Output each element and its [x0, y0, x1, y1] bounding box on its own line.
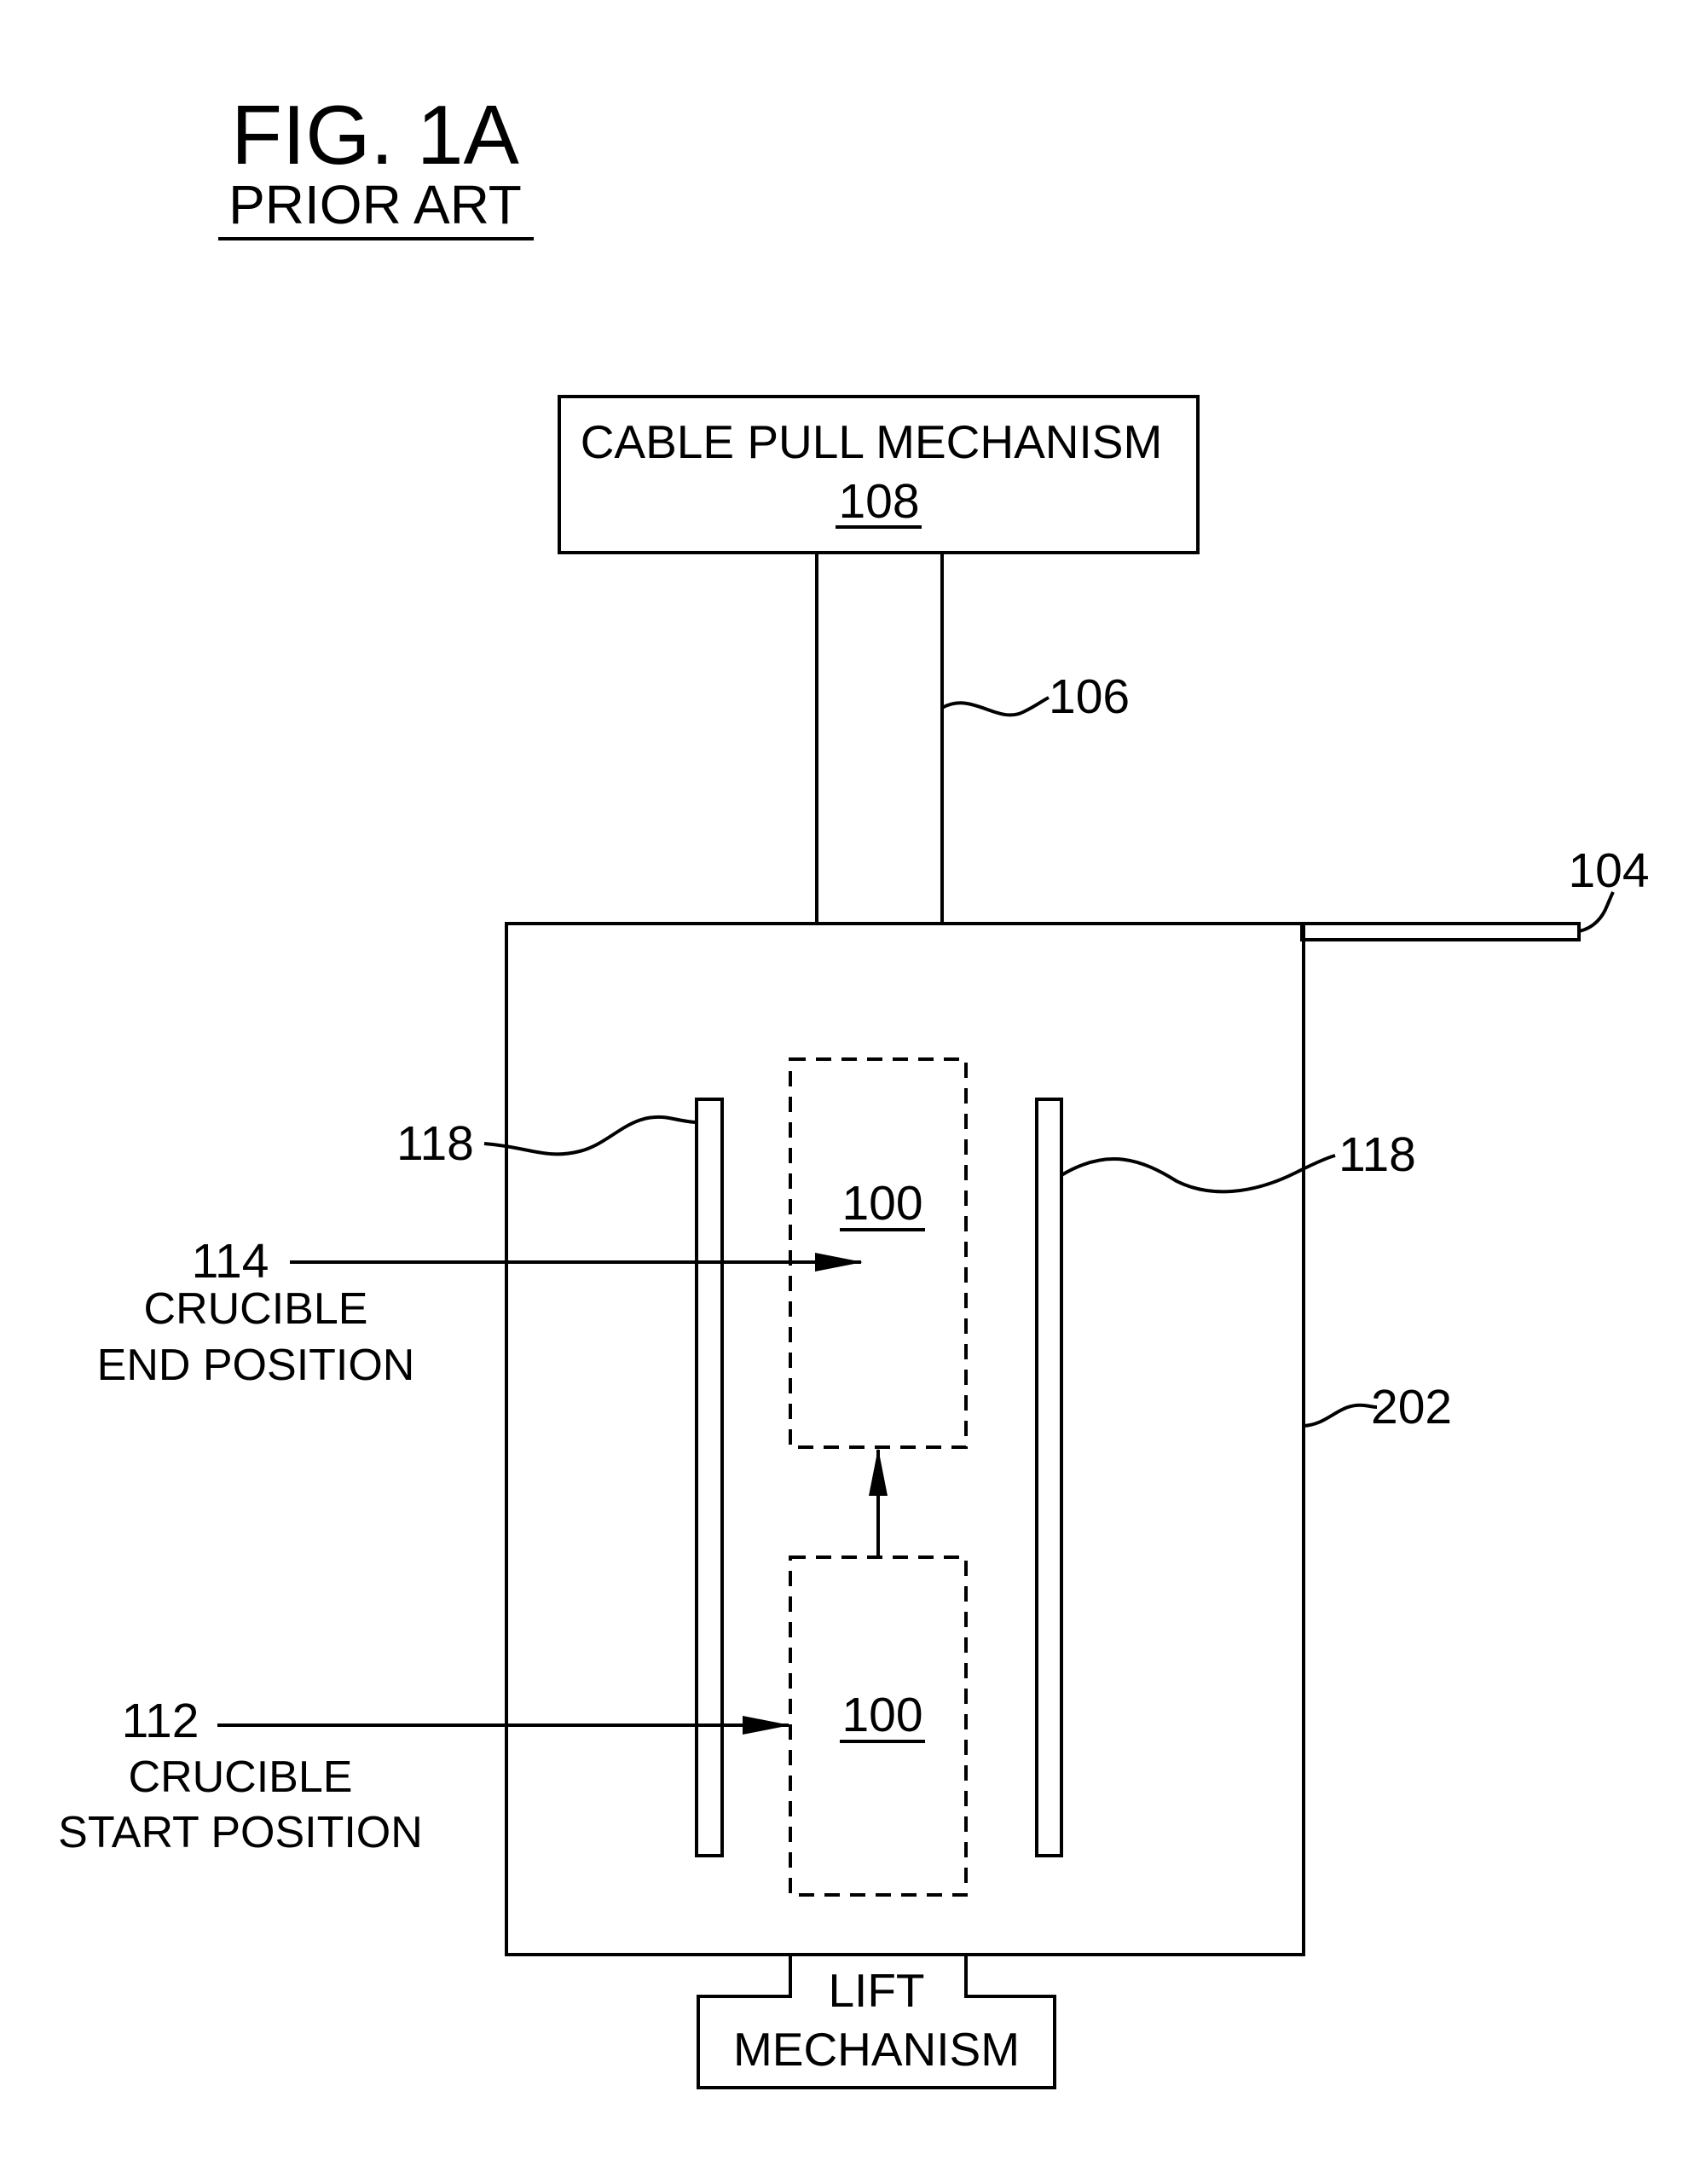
heater-left-ref: 118 [396, 1116, 474, 1171]
cable-leader-line [942, 698, 1049, 715]
figure-title: FIG. 1A [231, 88, 519, 182]
heater-right [1037, 1099, 1061, 1856]
heater-right-ref: 118 [1339, 1127, 1416, 1182]
end-position-line2: END POSITION [97, 1341, 415, 1390]
end-position-line1: CRUCIBLE [144, 1284, 368, 1334]
lift-label-line1: LIFT [828, 1964, 924, 2017]
cable-pull-label: CABLE PULL MECHANISM [581, 415, 1163, 468]
end-position-ref: 114 [192, 1234, 269, 1289]
heater-right-leader-line [1061, 1156, 1335, 1191]
cable-pull-mechanism-box: CABLE PULL MECHANISM 108 [559, 397, 1198, 553]
lift-label-line2: MECHANISM [733, 2023, 1020, 2076]
crucible-end-position-box [790, 1059, 966, 1447]
start-position-ref: 112 [122, 1694, 200, 1748]
heater-left [697, 1099, 722, 1856]
chamber-ref: 202 [1371, 1380, 1452, 1434]
figure-subtitle: PRIOR ART [228, 174, 522, 235]
crucible-end-ref: 100 [841, 1176, 922, 1231]
start-position-line2: START POSITION [58, 1808, 423, 1857]
growth-chamber [506, 924, 1304, 1955]
top-plate-ref: 104 [1568, 843, 1649, 898]
heater-left-leader-line [484, 1117, 697, 1155]
chamber-leader-line [1304, 1405, 1377, 1426]
cable-pull-ref: 108 [838, 474, 919, 529]
cable [817, 553, 942, 924]
crucible-start-ref: 100 [841, 1688, 922, 1742]
top-plate [1302, 924, 1579, 940]
cable-ref: 106 [1049, 669, 1130, 724]
start-position-line1: CRUCIBLE [129, 1752, 353, 1802]
